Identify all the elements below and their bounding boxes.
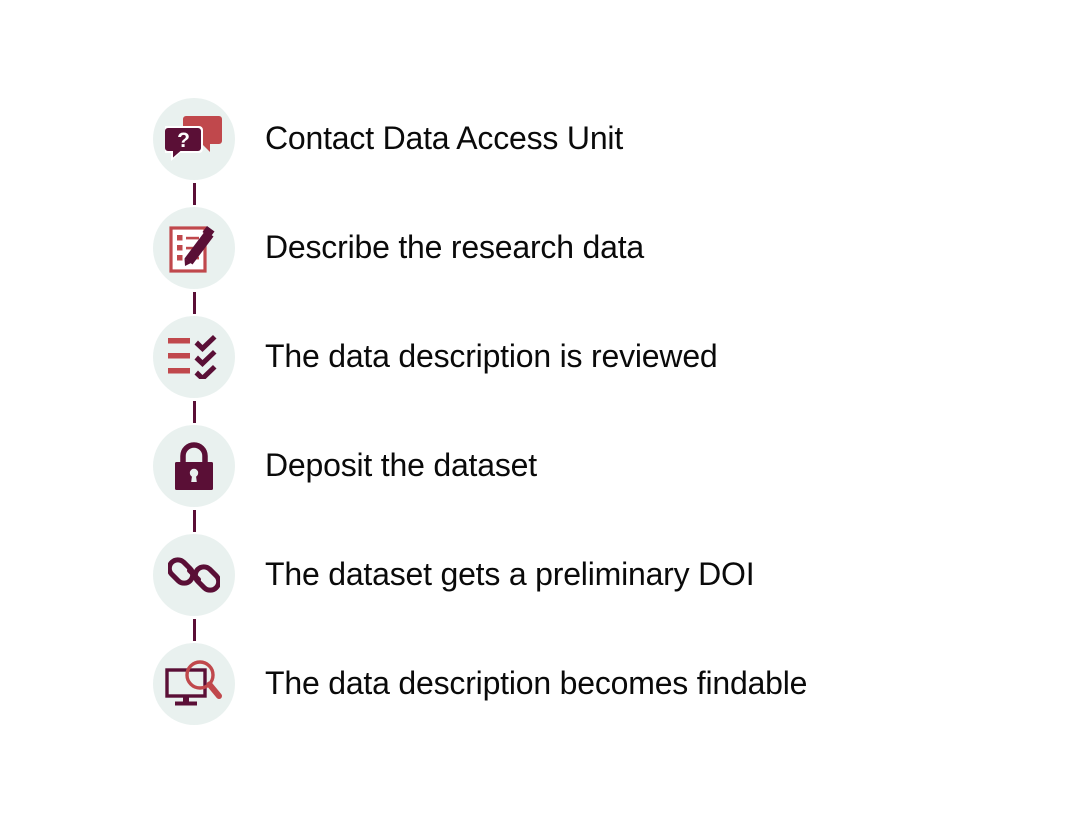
step-connector <box>193 507 196 534</box>
step-label: The dataset gets a preliminary DOI <box>265 556 755 593</box>
checklist-icon <box>153 316 235 398</box>
step-label: The data description becomes findable <box>265 665 808 702</box>
step-connector <box>193 398 196 425</box>
list-item: Deposit the dataset <box>153 425 1053 532</box>
list-item: Describe the research data <box>153 207 1053 314</box>
step-label: Deposit the dataset <box>265 447 537 484</box>
list-item: ? Contact Data Access Unit <box>153 98 1053 205</box>
step-connector <box>193 616 196 643</box>
svg-text:?: ? <box>177 129 190 152</box>
workflow-step-list: ? Contact Data Access Unit <box>153 98 1053 725</box>
chain-link-icon <box>153 534 235 616</box>
step-label: The data description is reviewed <box>265 338 718 375</box>
step-connector <box>193 289 196 316</box>
list-item: The data description becomes findable <box>153 643 1053 725</box>
list-item: The data description is reviewed <box>153 316 1053 423</box>
step-label: Describe the research data <box>265 229 645 266</box>
monitor-magnifier-icon <box>153 643 235 725</box>
chat-bubbles-question-icon: ? <box>153 98 235 180</box>
list-item: The dataset gets a preliminary DOI <box>153 534 1053 641</box>
step-label: Contact Data Access Unit <box>265 120 624 157</box>
clipboard-pencil-icon <box>153 207 235 289</box>
padlock-icon <box>153 425 235 507</box>
step-connector <box>193 180 196 207</box>
